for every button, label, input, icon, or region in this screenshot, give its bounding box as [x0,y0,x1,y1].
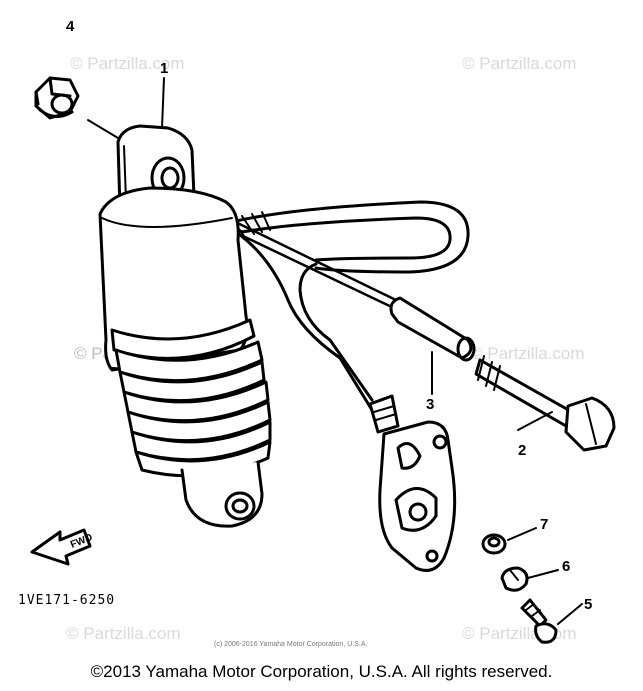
fwd-arrow-icon [30,528,92,566]
watermark: © Partzilla.com [470,344,585,363]
screw-part-5 [520,598,558,644]
bolt-part-2 [474,355,616,452]
small-copyright: (c) 2006-2016 Yamaha Motor Corporation, … [214,641,368,648]
callout-1: 1 [160,60,169,77]
callout-6: 6 [562,558,571,575]
callout-3: 3 [426,396,435,413]
callout-5: 5 [584,596,593,613]
washer-part-7 [481,533,507,555]
shock-lower-mount [180,460,264,528]
diagram-code: 1VE171-6250 [18,593,116,608]
nut-part-4 [34,76,80,120]
watermark: © Partzilla.com [70,54,185,73]
reservoir-bracket [368,394,457,572]
lock-washer-part-6 [500,566,529,592]
copyright-line: ©2013 Yamaha Motor Corporation, U.S.A. A… [90,662,553,681]
callout-4: 4 [66,18,75,35]
callout-7: 7 [540,516,549,533]
watermark: © Partzilla.com [462,54,577,73]
watermark: © Partzilla.com [66,624,181,643]
callout-2: 2 [518,442,527,459]
collar-part-3 [389,296,476,362]
